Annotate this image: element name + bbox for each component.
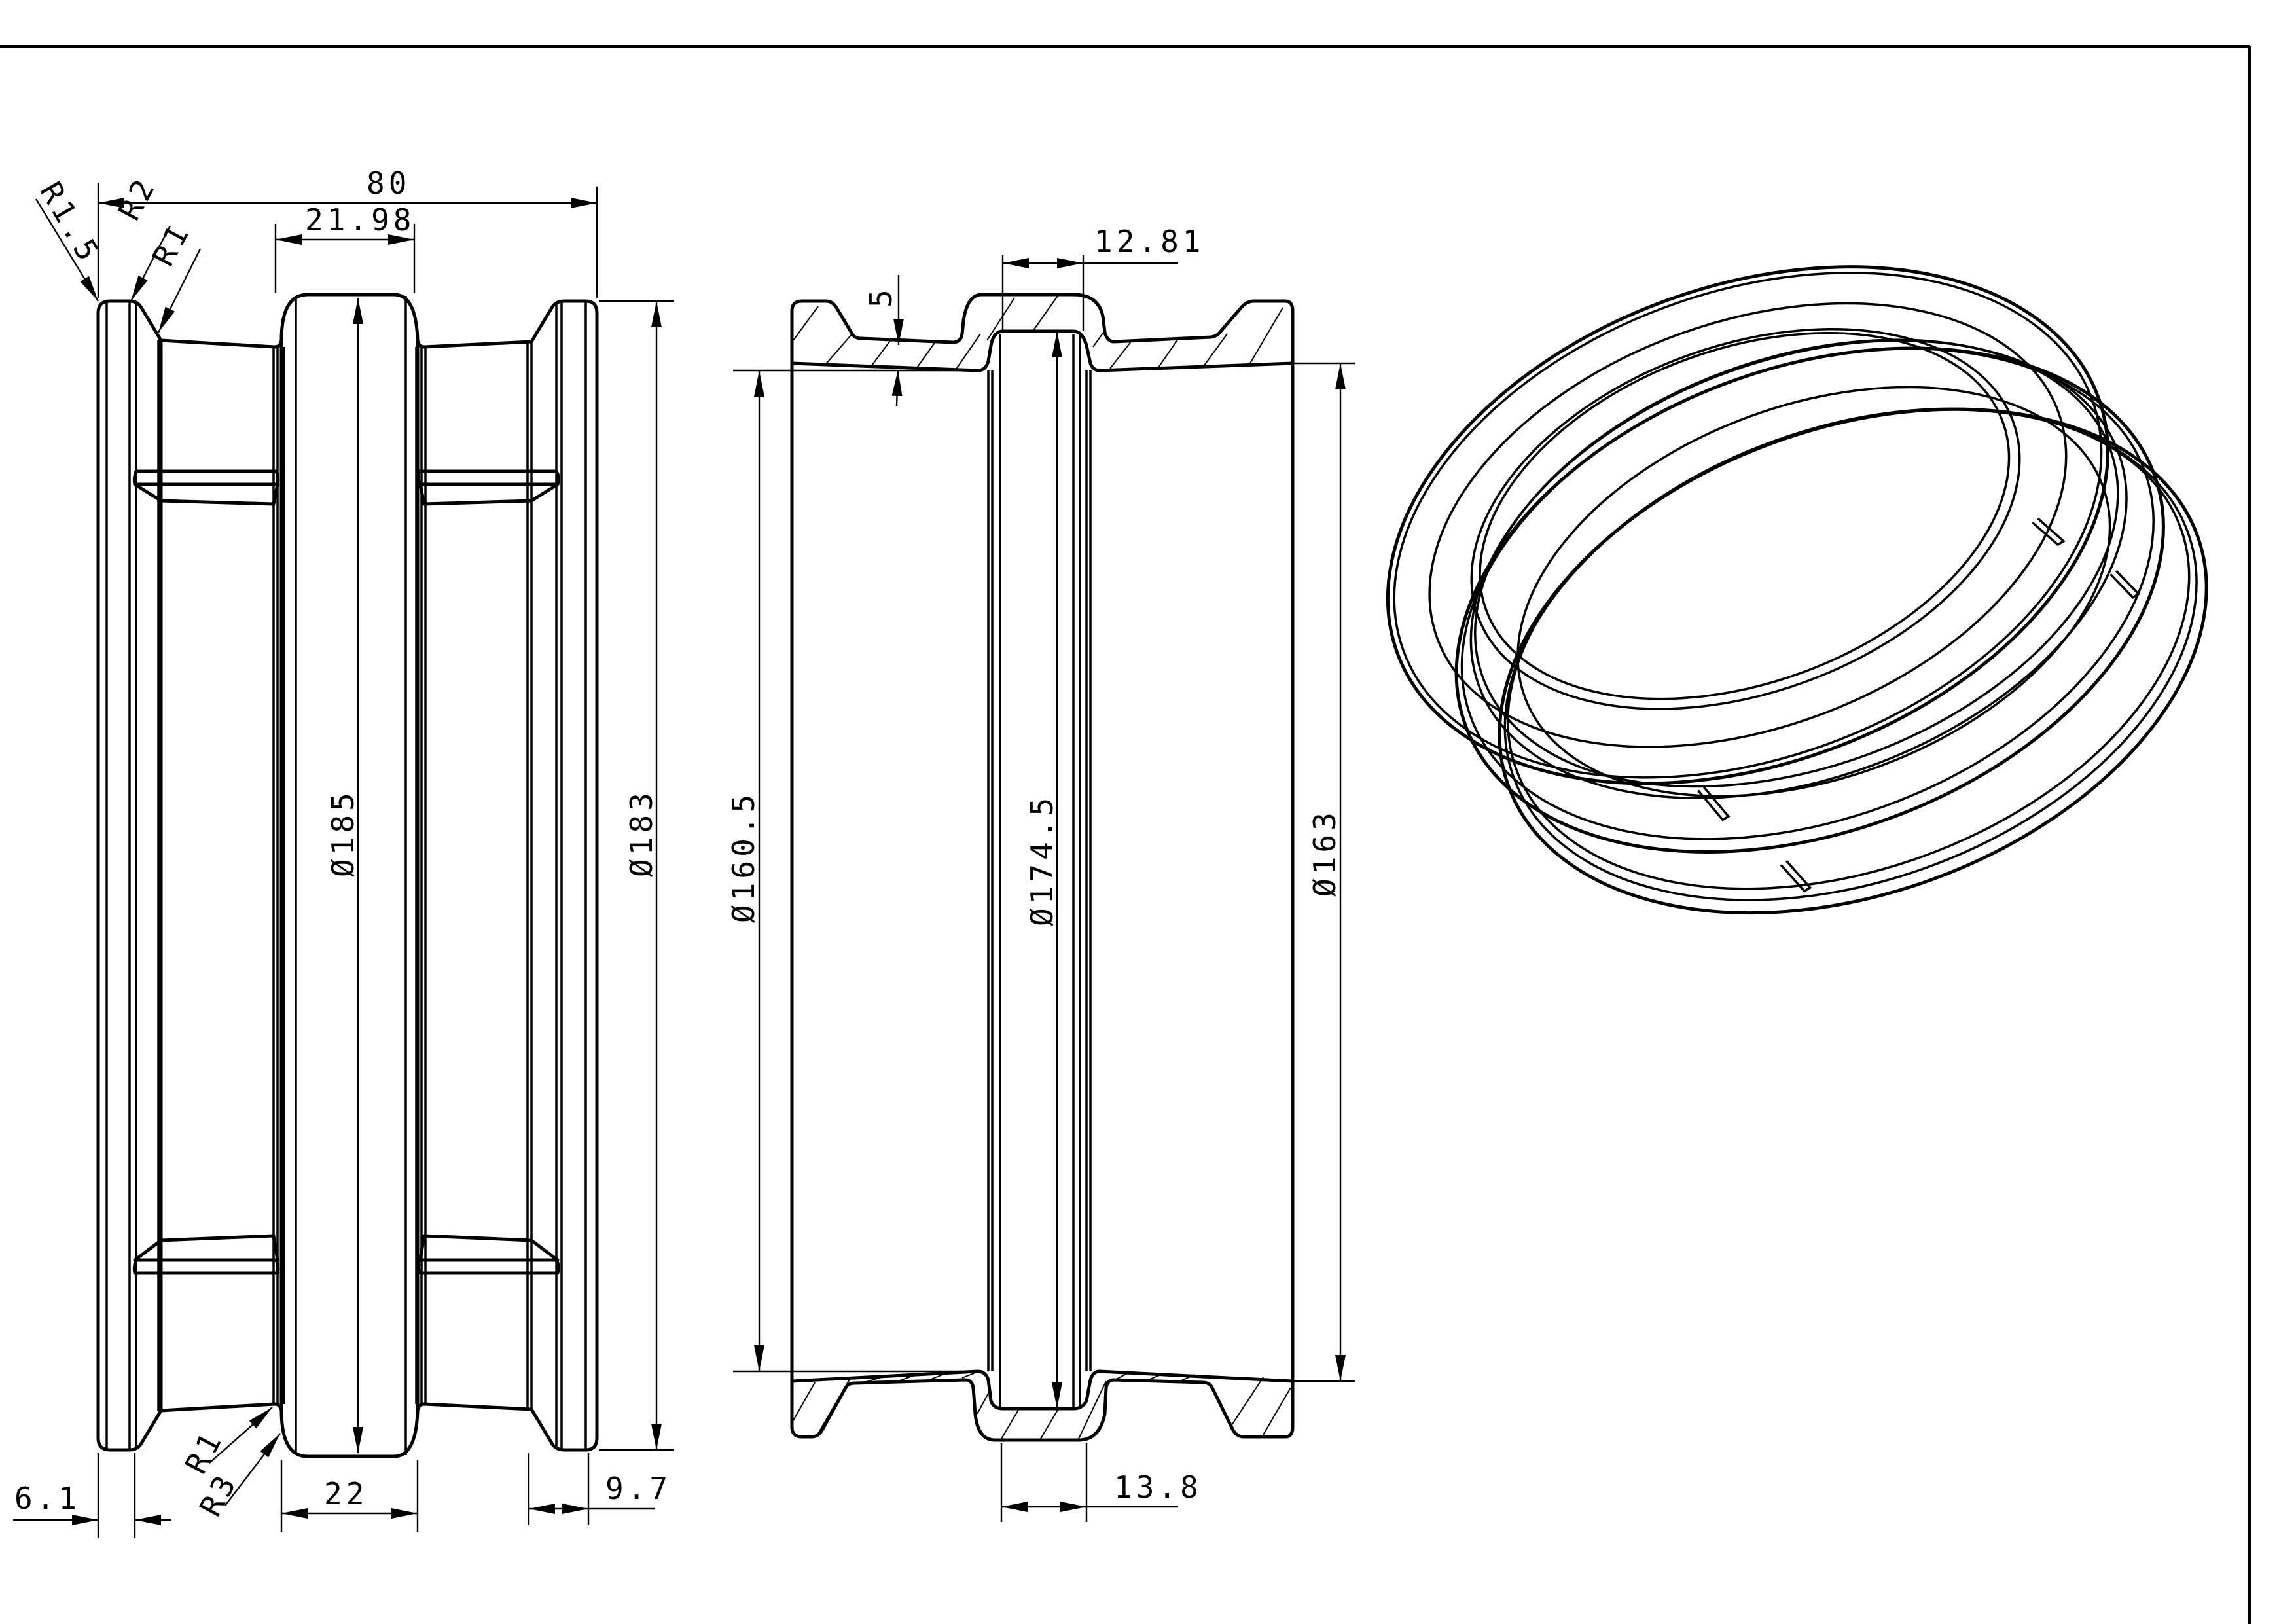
dim-174-5-label: Ø174.5 bbox=[1024, 794, 1060, 926]
radius-label-r1-bottom: R1 bbox=[178, 1424, 230, 1479]
radius-label-r1-5: R1.5 bbox=[33, 176, 107, 270]
dim-13-8-label: 13.8 bbox=[1114, 1470, 1202, 1505]
dim-21-98-label: 21.98 bbox=[305, 202, 415, 238]
dim-185-label: Ø185 bbox=[325, 789, 361, 877]
dim-80-label: 80 bbox=[367, 166, 410, 201]
dim-22-label: 22 bbox=[324, 1476, 368, 1511]
dim-5-label: 5 bbox=[863, 285, 899, 308]
dim-left-flange: 6.1 bbox=[13, 1453, 171, 1538]
dim-dia-160-5: Ø160.5 bbox=[726, 369, 978, 1373]
dim-9-7-label: 9.7 bbox=[605, 1471, 672, 1506]
dim-183-label: Ø183 bbox=[624, 789, 659, 877]
radius-label-r1-top: R1 bbox=[145, 216, 197, 272]
dim-163-label: Ø163 bbox=[1307, 808, 1342, 897]
radius-callouts-top: R1.5 R2 R1 bbox=[33, 170, 202, 333]
dim-dia-174-5: Ø174.5 bbox=[1024, 331, 1062, 1409]
dim-dia-163: Ø163 bbox=[1293, 362, 1355, 1382]
dim-right-flange: 9.7 bbox=[528, 1453, 672, 1525]
dim-groove-top: 12.81 bbox=[1001, 224, 1204, 331]
dim-dia-185: Ø185 bbox=[325, 298, 363, 1453]
radius-label-r2: R2 bbox=[111, 170, 163, 226]
isometric-view bbox=[1386, 265, 2208, 914]
section-view: 12.81 5 Ø160.5 Ø174.5 Ø163 bbox=[726, 224, 1355, 1522]
drawing-frame bbox=[0, 45, 2251, 1624]
radius-callouts-bottom: R1 R3 bbox=[178, 1407, 281, 1522]
dim-groove-bottom: 13.8 bbox=[1000, 1443, 1202, 1522]
dim-center-band-bottom: 22 bbox=[280, 1460, 419, 1532]
dim-160-5-label: Ø160.5 bbox=[726, 791, 761, 923]
dim-center-band-top: 21.98 bbox=[274, 202, 416, 293]
dim-dia-183: Ø183 bbox=[599, 300, 674, 1451]
section-hatching bbox=[793, 295, 1291, 1439]
dim-12-81-label: 12.81 bbox=[1094, 224, 1204, 259]
dim-overall-width: 80 bbox=[97, 166, 598, 298]
dim-wall-thickness: 5 bbox=[863, 275, 904, 406]
front-view: 80 21.98 R1.5 R2 R1 Ø185 Ø183 bbox=[13, 166, 674, 1538]
dim-6-1-label: 6.1 bbox=[14, 1481, 81, 1516]
